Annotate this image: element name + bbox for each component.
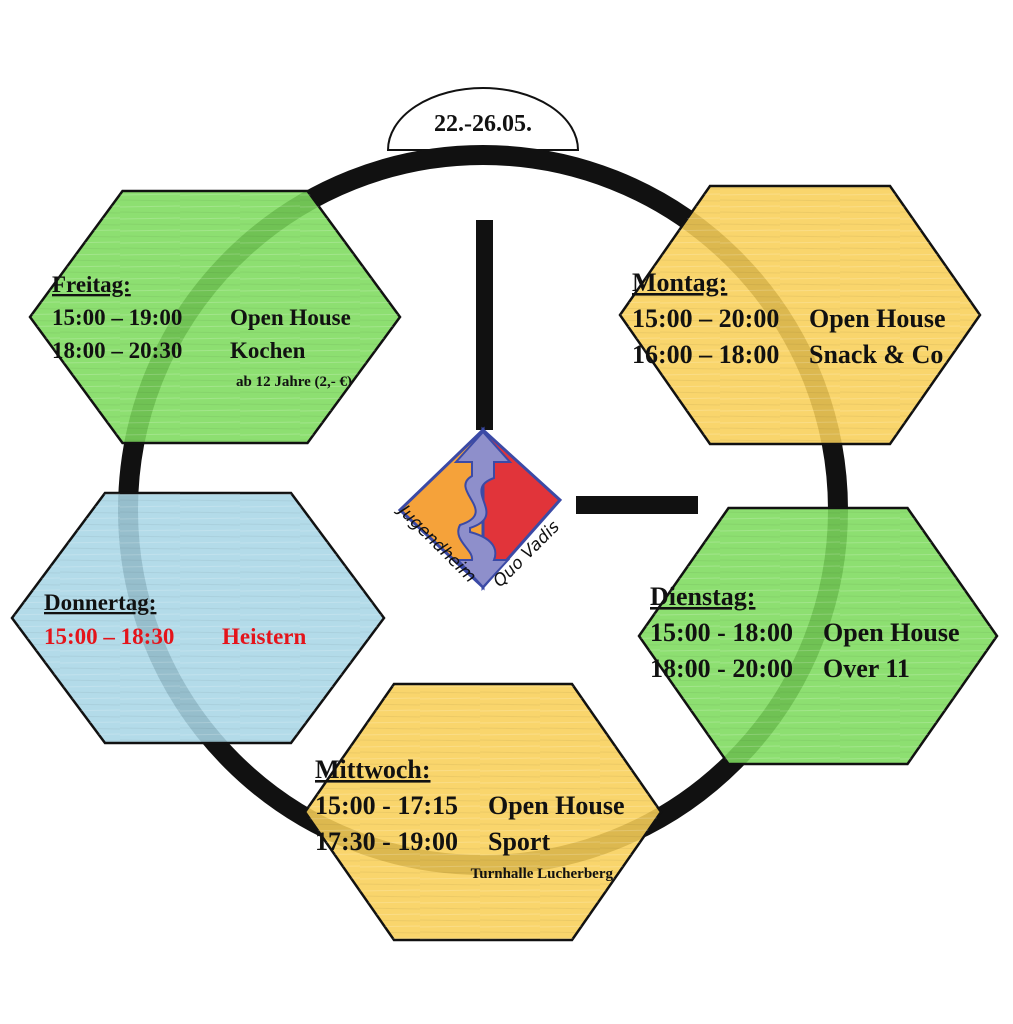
event-name: Heistern: [222, 624, 307, 649]
day-card-freitag: Freitag: 15:00 – 19:00 Open House 18:00 – 2…: [28, 189, 402, 445]
event-name: Sport: [488, 827, 550, 856]
hexagon-texture: [30, 191, 400, 443]
event-time: 15:00 – 19:00: [52, 305, 182, 330]
event-time: 15:00 – 20:00: [632, 304, 779, 333]
event-time: 16:00 – 18:00: [632, 340, 779, 369]
hexagon-texture: [305, 684, 661, 940]
logo-arrow-icon: [453, 430, 513, 589]
event-time: 15:00 - 17:15: [315, 791, 458, 820]
clock-hand-hour: [476, 220, 493, 430]
event-time: 18:00 – 20:30: [52, 338, 182, 363]
hexagon-texture: [639, 508, 997, 764]
event-time: 17:30 - 19:00: [315, 827, 458, 856]
event-name: Kochen: [230, 338, 306, 363]
day-title: Montag:: [632, 268, 727, 297]
day-title: Freitag:: [52, 272, 131, 297]
event-time: 18:00 - 20:00: [650, 654, 793, 683]
hexagon-texture: [12, 493, 384, 743]
event-name: Open House: [823, 618, 960, 647]
day-title: Mittwoch:: [315, 755, 431, 784]
day-card-dienstag: Dienstag: 15:00 - 18:00 Open House 18:00 - …: [637, 506, 999, 766]
event-name: Over 11: [823, 654, 910, 683]
clock-hand-minute: [576, 496, 698, 514]
event-name: Open House: [230, 305, 351, 330]
day-card-mittwoch: Mittwoch: 15:00 - 17:15 Open House 17:30 - …: [303, 682, 663, 942]
date-range: 22.-26.05.: [434, 111, 532, 137]
day-title: Dienstag:: [650, 582, 755, 611]
date-tab-shape: [386, 87, 580, 151]
event-time: 15:00 – 18:30: [44, 624, 174, 649]
day-card-montag: Montag: 15:00 – 20:00 Open House 16:00 – 18…: [618, 184, 982, 446]
event-name: Snack & Co: [809, 340, 943, 369]
jugendheim-logo: Jugendheim Quo Vadis: [392, 426, 564, 592]
day-card-donnerstag: Donnertag: 15:00 – 18:30 Heistern: [10, 491, 386, 745]
date-tab: 22.-26.05.: [386, 87, 580, 151]
event-name: Open House: [488, 791, 625, 820]
event-time: 15:00 - 18:00: [650, 618, 793, 647]
event-name: Open House: [809, 304, 946, 333]
hexagon-texture: [620, 186, 980, 444]
day-title: Donnertag:: [44, 590, 156, 615]
event-note: Turnhalle Lucherberg: [471, 866, 614, 882]
event-note: ab 12 Jahre (2,- €): [236, 374, 352, 390]
